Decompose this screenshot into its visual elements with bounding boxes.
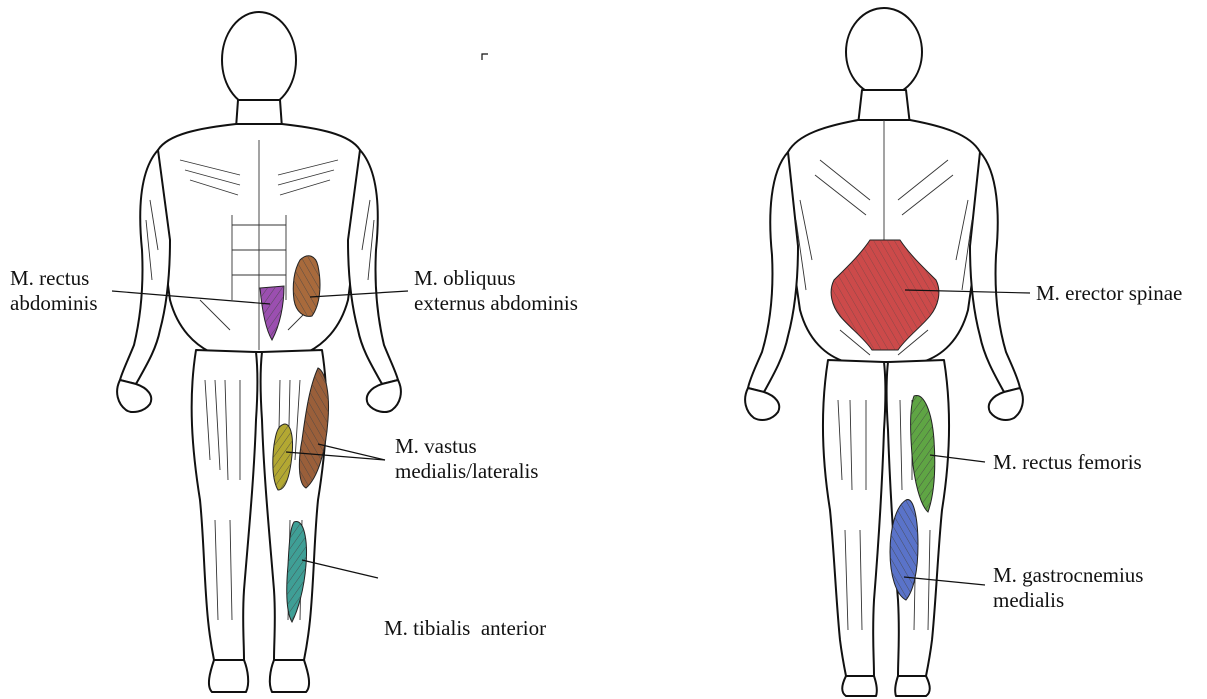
front-hand-right xyxy=(367,380,401,412)
label-obliquus-line1: M. obliquus xyxy=(414,266,578,291)
front-leg-left xyxy=(192,350,258,660)
label-erector: M. erector spinae xyxy=(1036,281,1182,306)
label-gastrocnemius-line2: medialis xyxy=(993,588,1143,613)
label-rectus-femoris-line1: M. rectus femoris xyxy=(993,450,1142,475)
back-head xyxy=(846,8,922,96)
front-arm-left xyxy=(120,150,170,384)
front-foot-right xyxy=(270,660,309,692)
back-foot-right xyxy=(895,676,930,696)
back-leg-left xyxy=(823,360,886,676)
front-arm-right xyxy=(348,150,398,384)
front-body-figure xyxy=(117,12,401,692)
stray-mark xyxy=(482,54,488,60)
label-tibialis: M. tibialis anterior xyxy=(384,566,546,666)
label-rectus-abdominis: M. rectus abdominis xyxy=(10,266,98,316)
label-obliquus-line2: externus abdominis xyxy=(414,291,578,316)
back-hand-left xyxy=(745,388,779,420)
back-hand-right xyxy=(989,388,1023,420)
label-gastrocnemius-line1: M. gastrocnemius xyxy=(993,563,1143,588)
back-foot-left xyxy=(842,676,877,696)
label-erector-line1: M. erector spinae xyxy=(1036,281,1182,306)
back-arm-left xyxy=(748,152,798,392)
label-gastrocnemius: M. gastrocnemius medialis xyxy=(993,563,1143,613)
label-rectus-abdominis-line1: M. rectus xyxy=(10,266,98,291)
label-vastus-line2: medialis/lateralis xyxy=(395,459,538,484)
label-rectus-abdominis-line2: abdominis xyxy=(10,291,98,316)
front-hand-left xyxy=(117,380,151,412)
label-tibialis-line1: M. tibialis anterior xyxy=(384,616,546,641)
label-vastus-line1: M. vastus xyxy=(395,434,538,459)
front-foot-left xyxy=(209,660,248,692)
back-arm-right xyxy=(970,152,1020,392)
back-body-figure xyxy=(745,8,1023,696)
label-obliquus: M. obliquus externus abdominis xyxy=(414,266,578,316)
label-vastus: M. vastus medialis/lateralis xyxy=(395,434,538,484)
front-head xyxy=(222,12,296,108)
label-rectus-femoris: M. rectus femoris xyxy=(993,450,1142,475)
